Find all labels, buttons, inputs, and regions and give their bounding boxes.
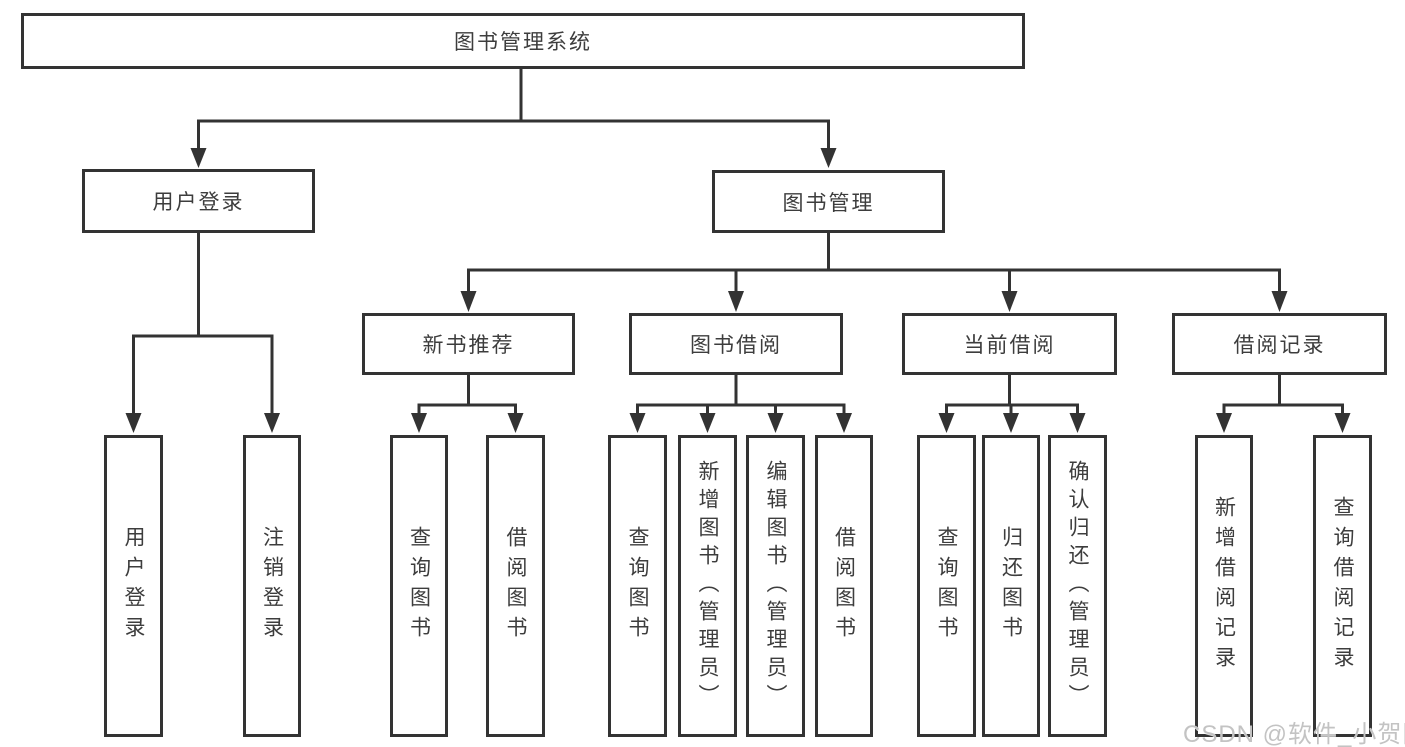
leaf-query-books-recommend-label: 查询图书 [407, 526, 431, 646]
leaf-user-login-label: 用户登录 [122, 526, 145, 646]
node-user-login-label: 用户登录 [152, 191, 245, 214]
node-current-borrowing: 当前借阅 [902, 313, 1117, 375]
node-book-management-label: 图书管理 [782, 191, 875, 215]
leaf-confirm-return-admin: 确认归还（管理员） [1048, 435, 1107, 737]
leaf-query-books-borrowing-label: 查询图书 [626, 526, 649, 646]
leaf-query-borrow-record-label: 查询借阅记录 [1331, 496, 1354, 676]
leaf-return-books: 归还图书 [982, 435, 1040, 737]
node-borrowing-records-label: 借阅记录 [1233, 334, 1326, 357]
leaf-borrow-books-recommend: 借阅图书 [486, 435, 545, 737]
node-new-book-recommendation-label: 新书推荐 [422, 334, 515, 357]
leaf-logout-label: 注销登录 [260, 526, 284, 646]
node-user-login: 用户登录 [82, 169, 315, 233]
leaf-query-books-current-label: 查询图书 [935, 526, 958, 646]
leaf-user-login: 用户登录 [104, 435, 163, 737]
leaf-add-books-admin-label: 新增图书（管理员） [696, 460, 719, 712]
leaf-query-books-current: 查询图书 [917, 435, 976, 737]
leaf-return-books-label: 归还图书 [999, 526, 1023, 646]
node-book-borrowing: 图书借阅 [629, 313, 843, 375]
node-new-book-recommendation: 新书推荐 [362, 313, 575, 375]
node-system-root-label: 图书管理系统 [454, 31, 592, 54]
leaf-query-borrow-record: 查询借阅记录 [1313, 435, 1372, 737]
node-system-root: 图书管理系统 [21, 13, 1025, 69]
node-current-borrowing-label: 当前借阅 [963, 334, 1056, 357]
leaf-add-borrow-record-label: 新增借阅记录 [1212, 496, 1236, 676]
node-book-borrowing-label: 图书借阅 [690, 334, 782, 357]
leaf-borrow-books-recommend-label: 借阅图书 [504, 526, 527, 646]
node-borrowing-records: 借阅记录 [1172, 313, 1387, 375]
leaf-edit-books-admin-label: 编辑图书（管理员） [764, 460, 787, 712]
leaf-borrow-books-borrowing-label: 借阅图书 [832, 526, 856, 646]
node-book-management: 图书管理 [712, 170, 945, 233]
leaf-borrow-books-borrowing: 借阅图书 [815, 435, 873, 737]
leaf-query-books-recommend: 查询图书 [390, 435, 448, 737]
watermark: CSDN @软件_小贺同学 [1183, 721, 1405, 747]
leaf-add-books-admin: 新增图书（管理员） [678, 435, 737, 737]
leaf-edit-books-admin: 编辑图书（管理员） [746, 435, 805, 737]
leaf-confirm-return-admin-label: 确认归还（管理员） [1066, 460, 1089, 712]
leaf-query-books-borrowing: 查询图书 [608, 435, 667, 737]
leaf-logout: 注销登录 [243, 435, 301, 737]
leaf-add-borrow-record: 新增借阅记录 [1195, 435, 1253, 737]
